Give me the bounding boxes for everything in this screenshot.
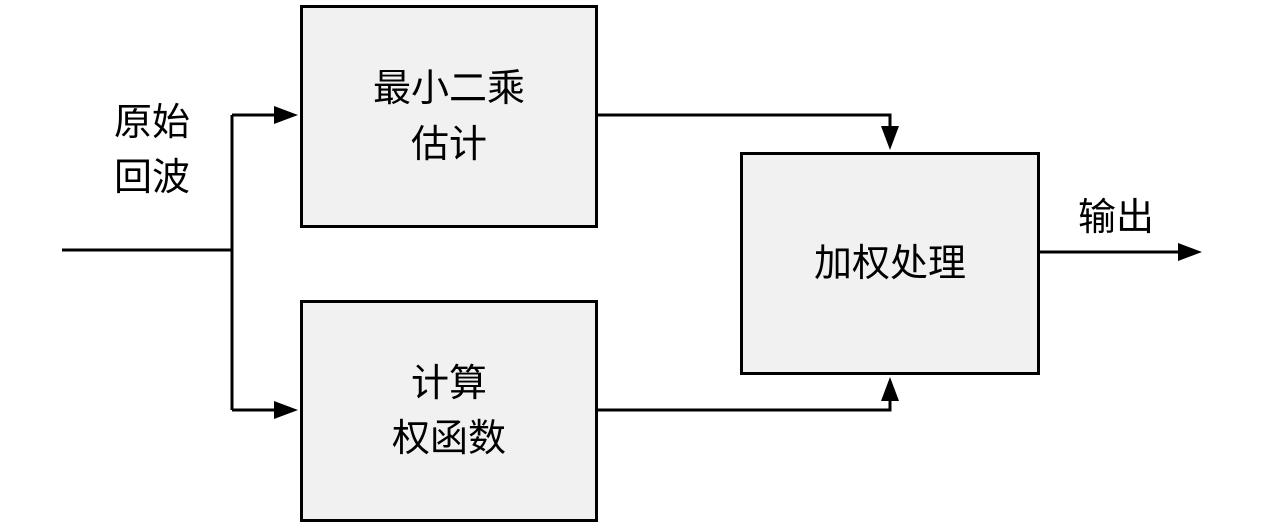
input-label-line2: 回波: [113, 155, 190, 200]
node-least-squares-estimation-line1: 最小二乘: [372, 66, 525, 111]
output-label: 输出: [1052, 190, 1180, 245]
node-weighted-processing: 加权处理: [740, 152, 1040, 375]
arrow-top-box-to-right-box: [598, 113, 899, 150]
node-weighted-processing-label: 加权处理: [813, 240, 966, 285]
input-label: 原始 回波: [88, 95, 216, 205]
input-label-line1: 原始: [113, 100, 190, 144]
output-label-text: 输出: [1077, 195, 1154, 239]
node-compute-weight-function-line1: 计算: [410, 360, 487, 405]
arrow-bottom-box-to-right-box: [598, 377, 899, 412]
node-least-squares-estimation: 最小二乘 估计: [300, 5, 598, 228]
node-least-squares-estimation-line2: 估计: [410, 121, 487, 166]
node-compute-weight-function: 计算 权函数: [300, 300, 598, 522]
node-compute-weight-function-line2: 权函数: [391, 416, 506, 460]
